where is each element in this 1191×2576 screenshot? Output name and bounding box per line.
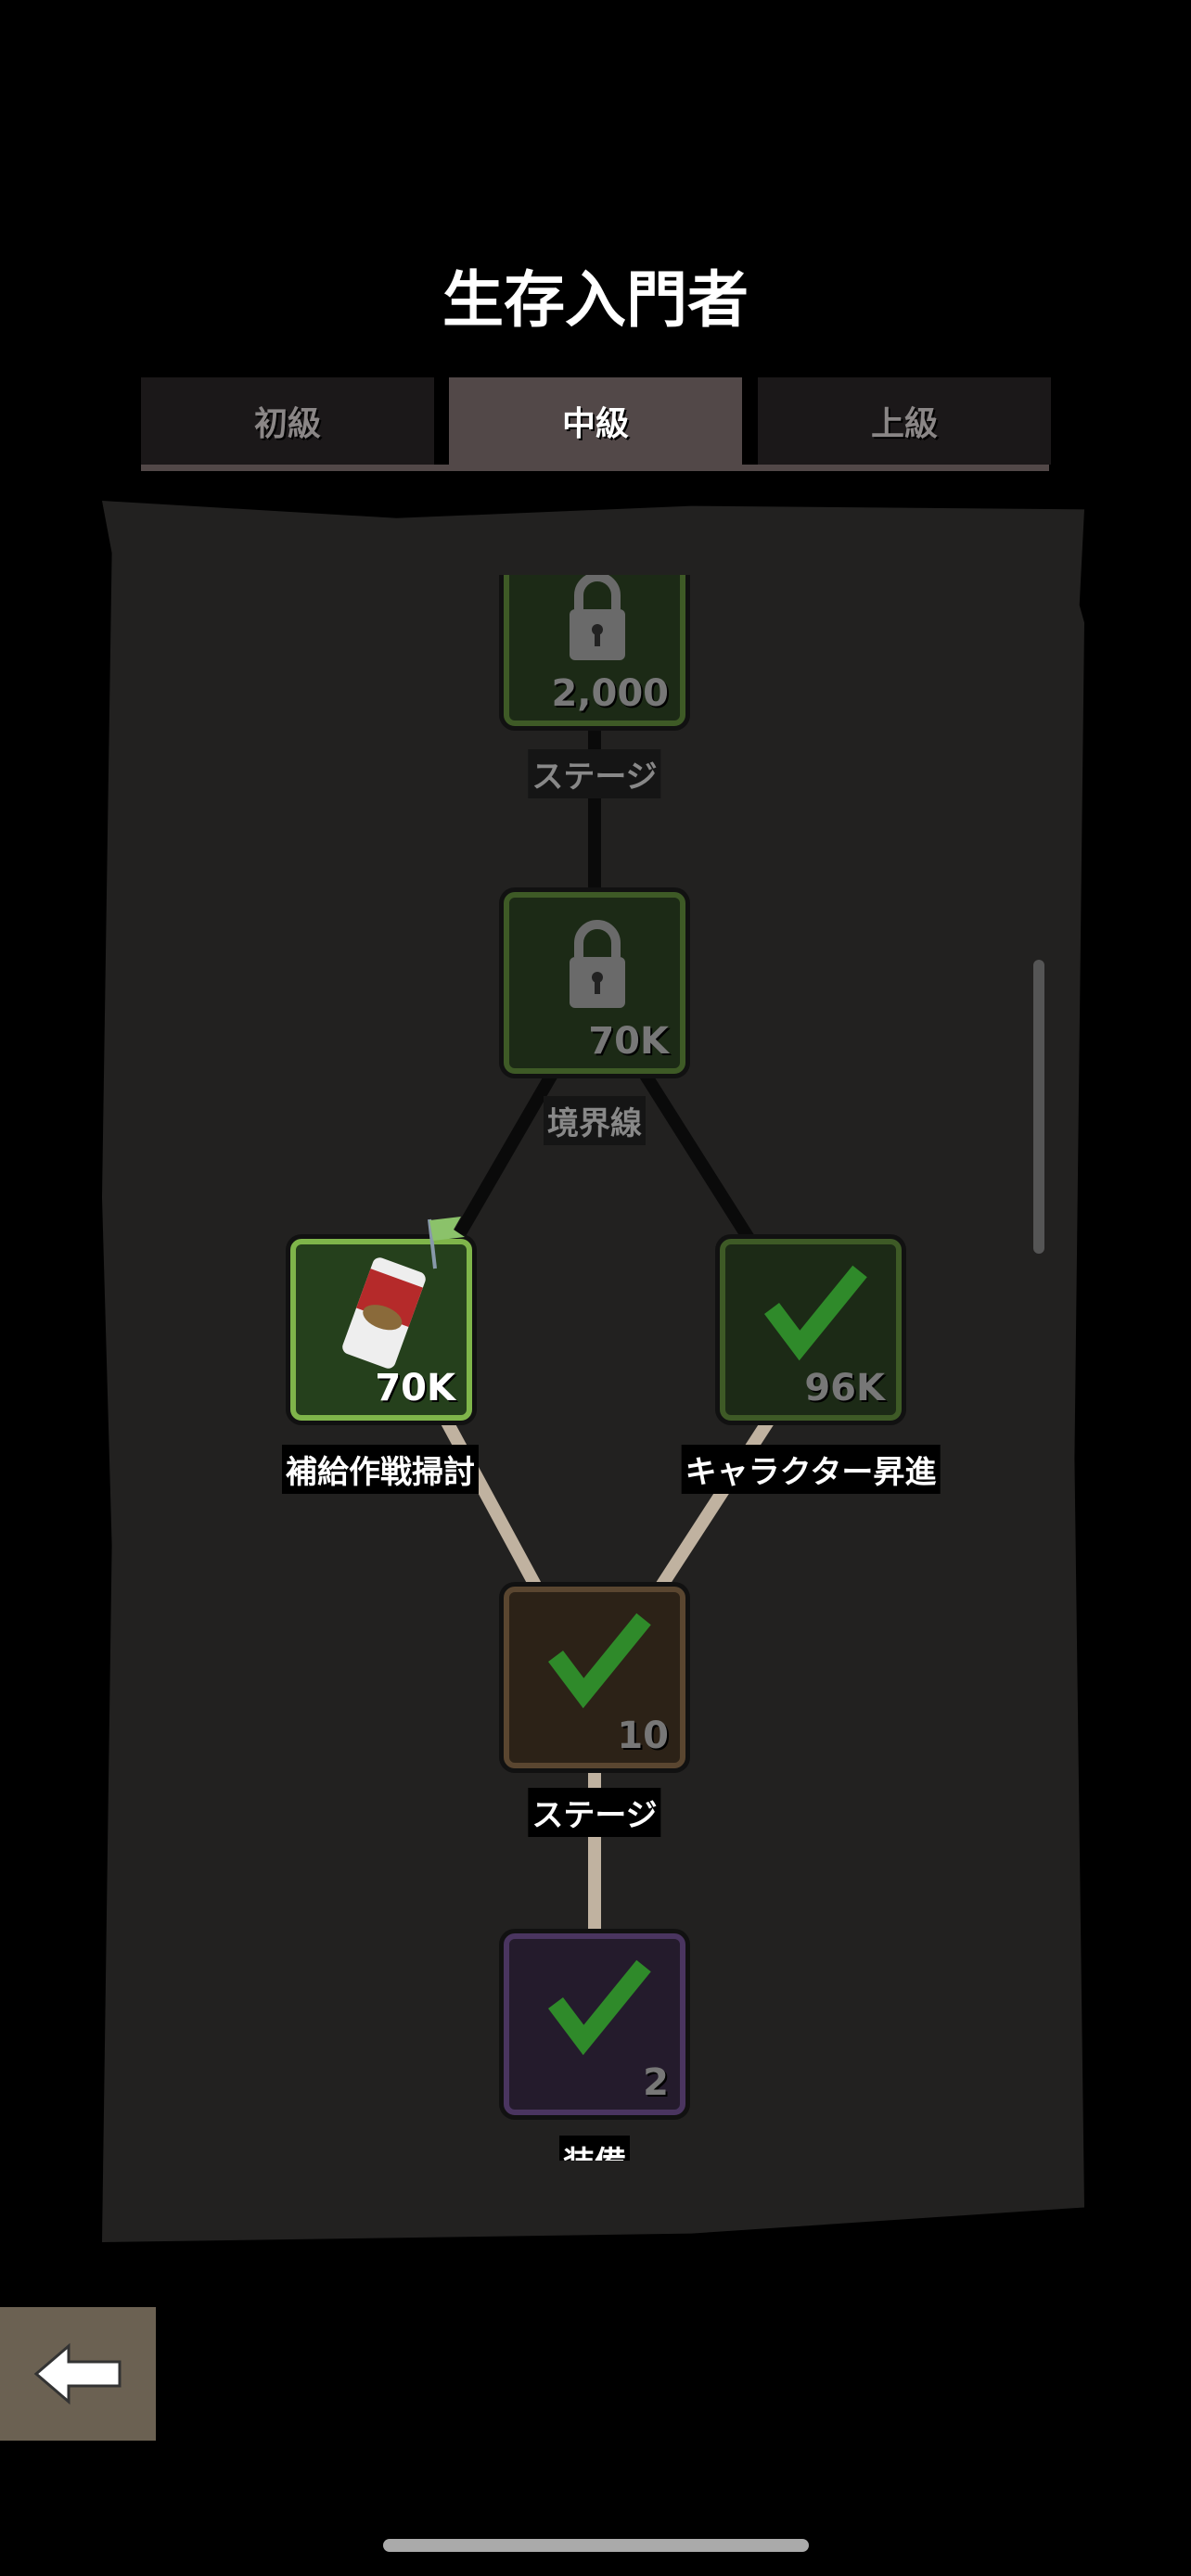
- node-stage-10[interactable]: 10: [504, 1587, 685, 1768]
- tab-advanced[interactable]: 上級: [758, 377, 1051, 465]
- lock-icon: [570, 920, 625, 1008]
- connector: [448, 1063, 563, 1246]
- node-value: 10: [617, 1715, 669, 1757]
- checkmark-icon: [764, 1265, 867, 1361]
- node-label: 境界線: [544, 1096, 646, 1145]
- node-equipment[interactable]: 2: [504, 1933, 685, 2115]
- flag-icon: [428, 1217, 465, 1269]
- node-value: 96K: [804, 1367, 885, 1409]
- back-button[interactable]: [0, 2307, 156, 2441]
- tab-beginner[interactable]: 初級: [141, 377, 434, 465]
- node-value: 70K: [375, 1367, 455, 1409]
- node-label: ステージ: [528, 1788, 661, 1837]
- checkmark-icon: [548, 1613, 651, 1709]
- soup-can-icon: [342, 1257, 426, 1369]
- node-character-promotion[interactable]: 96K: [720, 1239, 902, 1421]
- home-indicator[interactable]: [383, 2539, 809, 2552]
- tab-intermediate[interactable]: 中級: [449, 377, 742, 465]
- node-supply-sweep[interactable]: 70K: [290, 1239, 472, 1421]
- checkmark-icon: [548, 1959, 651, 2056]
- node-stage-2000[interactable]: 2,000: [504, 575, 685, 726]
- node-label: キャラクター昇進: [681, 1445, 941, 1494]
- node-value: 70K: [588, 1020, 669, 1063]
- node-value: 2: [643, 2061, 669, 2104]
- node-label: ステージ: [528, 749, 661, 798]
- node-value: 2,000: [551, 672, 669, 715]
- skill-tree-viewport[interactable]: 2,000 ステージ 70K 境界線 70K 補給作戦掃討 96K キャラクター…: [102, 575, 1084, 2161]
- node-label: 補給作戦掃討: [282, 1445, 479, 1494]
- tree-connections: [439, 723, 775, 1938]
- node-border-line[interactable]: 70K: [504, 892, 685, 1074]
- scrollbar[interactable]: [1033, 960, 1044, 1254]
- connector: [634, 1063, 757, 1246]
- page-title: 生存入門者: [442, 264, 749, 336]
- node-label: 装備: [559, 2136, 630, 2161]
- arrow-left-icon: [33, 2342, 122, 2405]
- difficulty-tabs: 初級 中級 上級: [141, 377, 1051, 471]
- lock-icon: [570, 575, 625, 660]
